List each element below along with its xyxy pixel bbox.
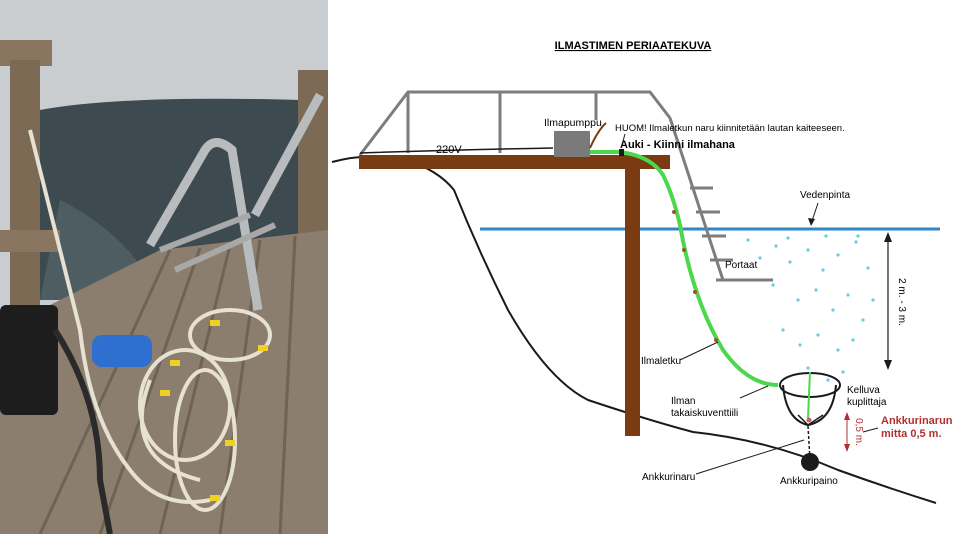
bubbler-label-2: kuplittaja	[847, 397, 887, 408]
check-valve-label-1: Ilman	[671, 396, 695, 407]
diagram-title: ILMASTIMEN PERIAATEKUVA	[555, 40, 712, 52]
anchor-rope-label: Ankkurinaru	[642, 472, 695, 483]
principle-diagram: ILMASTIMEN PERIAATEKUVA 220V	[328, 0, 960, 534]
ladder-handrail-2	[251, 92, 324, 218]
stairs-label: Portaat	[725, 260, 757, 271]
diagram-canvas: ILMASTIMEN PERIAATEKUVA 220V	[331, 40, 953, 504]
cord-to-railing	[589, 122, 607, 149]
air-bubbles	[746, 234, 875, 382]
dock-photo-illustration	[0, 0, 328, 535]
note-pointer	[620, 133, 626, 149]
anchor-rope-pointer	[695, 439, 805, 475]
dock-photo	[0, 0, 328, 535]
depth-arrow-top-icon	[884, 232, 892, 242]
hose-tape-markers	[160, 320, 268, 501]
rope-knot-icon	[806, 417, 812, 423]
floating-bubbler	[779, 371, 841, 427]
valve-label: Auki - Kiinni ilmahana	[620, 139, 736, 151]
anchor-length-label-1: Ankkurinarun	[881, 415, 953, 427]
anchor-length-label-2: mitta 0,5 m.	[881, 428, 942, 440]
air-hose	[590, 150, 779, 387]
water-surface-label: Vedenpinta	[800, 190, 850, 201]
voltage-label: 220V	[436, 144, 462, 156]
anchor-length-pointer	[862, 427, 879, 433]
anchor-weight-icon	[801, 453, 819, 471]
arrow-head-icon	[808, 218, 815, 226]
railing-post	[10, 60, 40, 310]
ladder-steps	[158, 212, 277, 273]
air-hose-label: Ilmaletku	[641, 356, 681, 367]
dock-pillar	[625, 169, 640, 436]
anchor-rope-line	[807, 425, 811, 461]
anchor-weight-label: Ankkuripaino	[780, 476, 838, 487]
hose-markers	[672, 210, 718, 342]
check-valve-pointer	[739, 385, 769, 399]
stairs	[668, 117, 773, 282]
depth-label: 2 m. - 3 m.	[896, 278, 907, 326]
power-cord	[359, 147, 554, 154]
dock-railing-frame	[358, 90, 672, 156]
half-m-arrow-top-icon	[844, 412, 850, 420]
railing-bar	[0, 230, 60, 252]
depth-arrow-bottom-icon	[884, 360, 892, 370]
air-pump-label: Ilmapumppu	[544, 117, 602, 129]
air-hose-pointer	[679, 341, 719, 361]
blue-float	[92, 335, 152, 367]
air-pump-box	[0, 305, 58, 415]
ladder-handrail	[146, 138, 263, 311]
dock-platform	[359, 155, 670, 169]
half-m-label: 0,5 m.	[853, 418, 864, 446]
power-cable	[52, 328, 113, 535]
check-valve-label-2: takaiskuventtiili	[671, 408, 738, 419]
bubbler-label-1: Kelluva	[847, 385, 880, 396]
dock-deck	[0, 230, 328, 534]
half-m-arrow-bottom-icon	[844, 444, 850, 452]
valve-icon	[619, 149, 624, 156]
air-pump	[554, 131, 590, 157]
note-label: HUOM! Ilmaletkun naru kiinnitetään lauta…	[615, 123, 845, 134]
